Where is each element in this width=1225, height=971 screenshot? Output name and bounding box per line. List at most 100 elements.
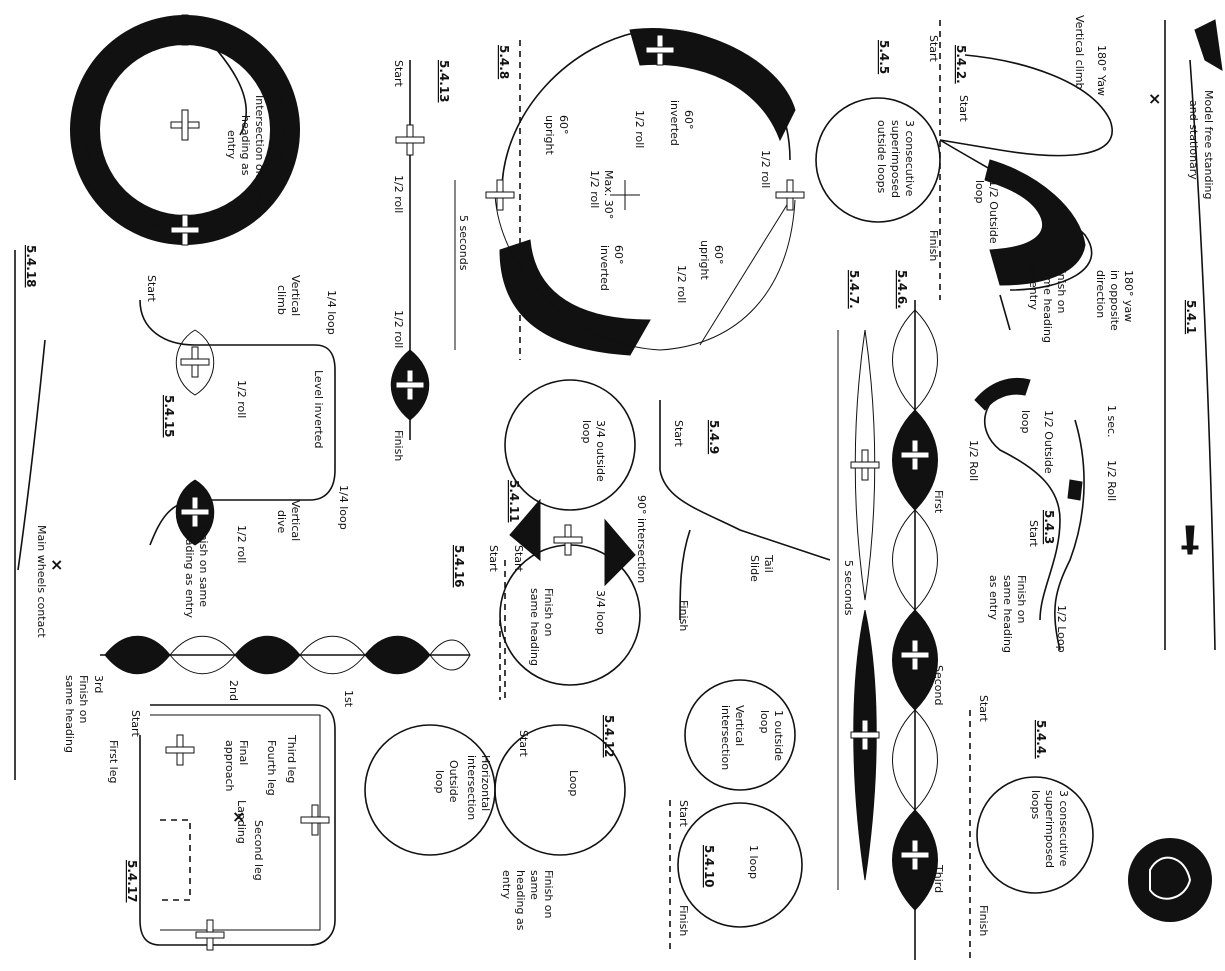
label: superimposed	[889, 120, 902, 198]
label: 1/2 Outside	[987, 180, 1000, 244]
label: Start	[927, 35, 940, 63]
label: First leg	[107, 740, 120, 783]
label: Start	[487, 545, 500, 573]
label: approach	[223, 740, 236, 792]
label: entry	[500, 870, 513, 900]
label: Finish on	[542, 870, 555, 919]
x-mark: ×	[232, 807, 245, 826]
label: Vertical climb	[1073, 15, 1086, 90]
label: Finish on	[1015, 575, 1028, 624]
label: First	[932, 490, 945, 514]
label: as entry	[987, 575, 1000, 621]
roll-lobe-black	[105, 636, 170, 674]
label: 3 consecutive	[1057, 790, 1070, 867]
label: 180° yaw	[1122, 270, 1135, 322]
label: Start	[672, 420, 685, 448]
label: same	[528, 870, 541, 900]
plane-icon	[486, 180, 514, 210]
label: Tail	[762, 554, 775, 573]
label: same heading	[63, 675, 76, 753]
figure-5-4-1: 5.4.1 Model free standing and stationary…	[1148, 20, 1222, 650]
label: heading as entry	[183, 525, 196, 619]
fig-number: 5.4.9	[707, 420, 721, 454]
x-mark: ×	[1148, 89, 1161, 108]
label: same heading	[528, 588, 541, 666]
label: upright	[543, 115, 556, 155]
label: 1/2 Roll	[967, 440, 980, 481]
label: 1/2 roll	[675, 265, 688, 303]
label: Finish	[677, 905, 690, 936]
label: Finish	[927, 230, 940, 261]
label: 1/2 Loop	[1055, 605, 1068, 653]
label: 1/2 roll	[392, 175, 405, 213]
fig-number: 5.4.13	[437, 60, 451, 103]
label: same heading	[1001, 575, 1014, 653]
label: Third	[932, 864, 945, 893]
label: Finish on	[1055, 265, 1068, 314]
plane-icon	[181, 347, 209, 377]
label: Loop	[567, 770, 580, 796]
label: Start	[677, 800, 690, 828]
label: 1/2 Roll	[1105, 460, 1118, 501]
label: Main wheels contact	[35, 525, 48, 638]
label: 60°	[612, 245, 625, 265]
label: loop	[758, 710, 771, 734]
fig-number: 5.4.1	[1184, 300, 1198, 334]
label: 1/4 loop	[337, 485, 350, 530]
label: 1 outside	[772, 710, 785, 761]
label: 1 sec.	[1105, 405, 1118, 438]
inverted-segment	[630, 28, 795, 140]
fig-number: 5.4.16	[452, 545, 466, 588]
label: climb	[275, 285, 288, 315]
label: outside loops	[875, 120, 888, 194]
plane-icon	[554, 525, 582, 555]
label: 1 loop	[747, 845, 760, 879]
fig-number: 5.4.12	[602, 715, 616, 758]
label: entry	[225, 130, 238, 160]
label: Finish on same	[197, 525, 210, 607]
label: Third leg	[285, 734, 298, 783]
label: 1/4 loop	[325, 290, 338, 335]
label: Start	[1027, 520, 1040, 548]
figure-5-4-2: 5.4.2. 180° Yaw Vertical climb 1/2 Outsi…	[940, 15, 1135, 343]
fig-number: 5.4.8	[497, 45, 511, 79]
figure-5-4-9: 5.4.9 Start Tail Slide Finish	[660, 400, 830, 631]
label: Intersection on same	[253, 95, 266, 211]
label: Start	[517, 730, 530, 758]
label: in opposite	[1108, 270, 1121, 331]
label: superimposed	[1043, 790, 1056, 868]
figure-5-4-10: 1 outside loop Vertical intersection 1 l…	[670, 680, 802, 950]
figure-5-4-3: 5.4.3 1 sec. 1/2 Roll 1/2 Outside loop 1…	[967, 378, 1118, 653]
plane-icon	[396, 125, 424, 155]
label: Vertical	[289, 500, 302, 541]
label: Horizontal	[479, 755, 492, 811]
figure-5-4-4: 5.4.4. 3 consecutive superimposed loops …	[970, 695, 1093, 960]
label: Finish on	[542, 588, 555, 637]
label: Start	[392, 60, 405, 88]
fig-number: 5.4.10	[702, 845, 716, 888]
loop-circle	[678, 803, 802, 927]
label: loop	[1019, 410, 1032, 434]
label: Start	[957, 95, 970, 123]
figure-5-4-15: 5.4.15 Start 1/4 loop Vertical climb Lev…	[140, 275, 350, 619]
figure-5-4-17: 5.4.17 Start First leg Second leg Third …	[107, 705, 335, 945]
fig-number: 5.4.6.	[895, 270, 909, 309]
label: loop	[973, 180, 986, 204]
label: 60°	[682, 110, 695, 130]
label: Model free standing	[1202, 90, 1215, 199]
label: Finish on	[77, 675, 90, 724]
emblem-disc	[1128, 838, 1212, 922]
outside-loop-circle	[505, 380, 635, 510]
label: Level inverted	[312, 370, 325, 448]
label: Max. 30°	[602, 170, 615, 219]
label: 3 consecutive	[903, 120, 916, 197]
label: Vertical	[733, 705, 746, 746]
label: direction	[1094, 270, 1107, 318]
label: 3/4 loop	[594, 590, 607, 635]
label: Fourth leg	[265, 740, 278, 796]
takeoff-plane-icon	[1182, 526, 1198, 554]
fig-number: 5.4.18	[24, 245, 38, 288]
fig-number: 5.4.14	[77, 95, 91, 138]
label: 90° intersection	[635, 495, 648, 583]
